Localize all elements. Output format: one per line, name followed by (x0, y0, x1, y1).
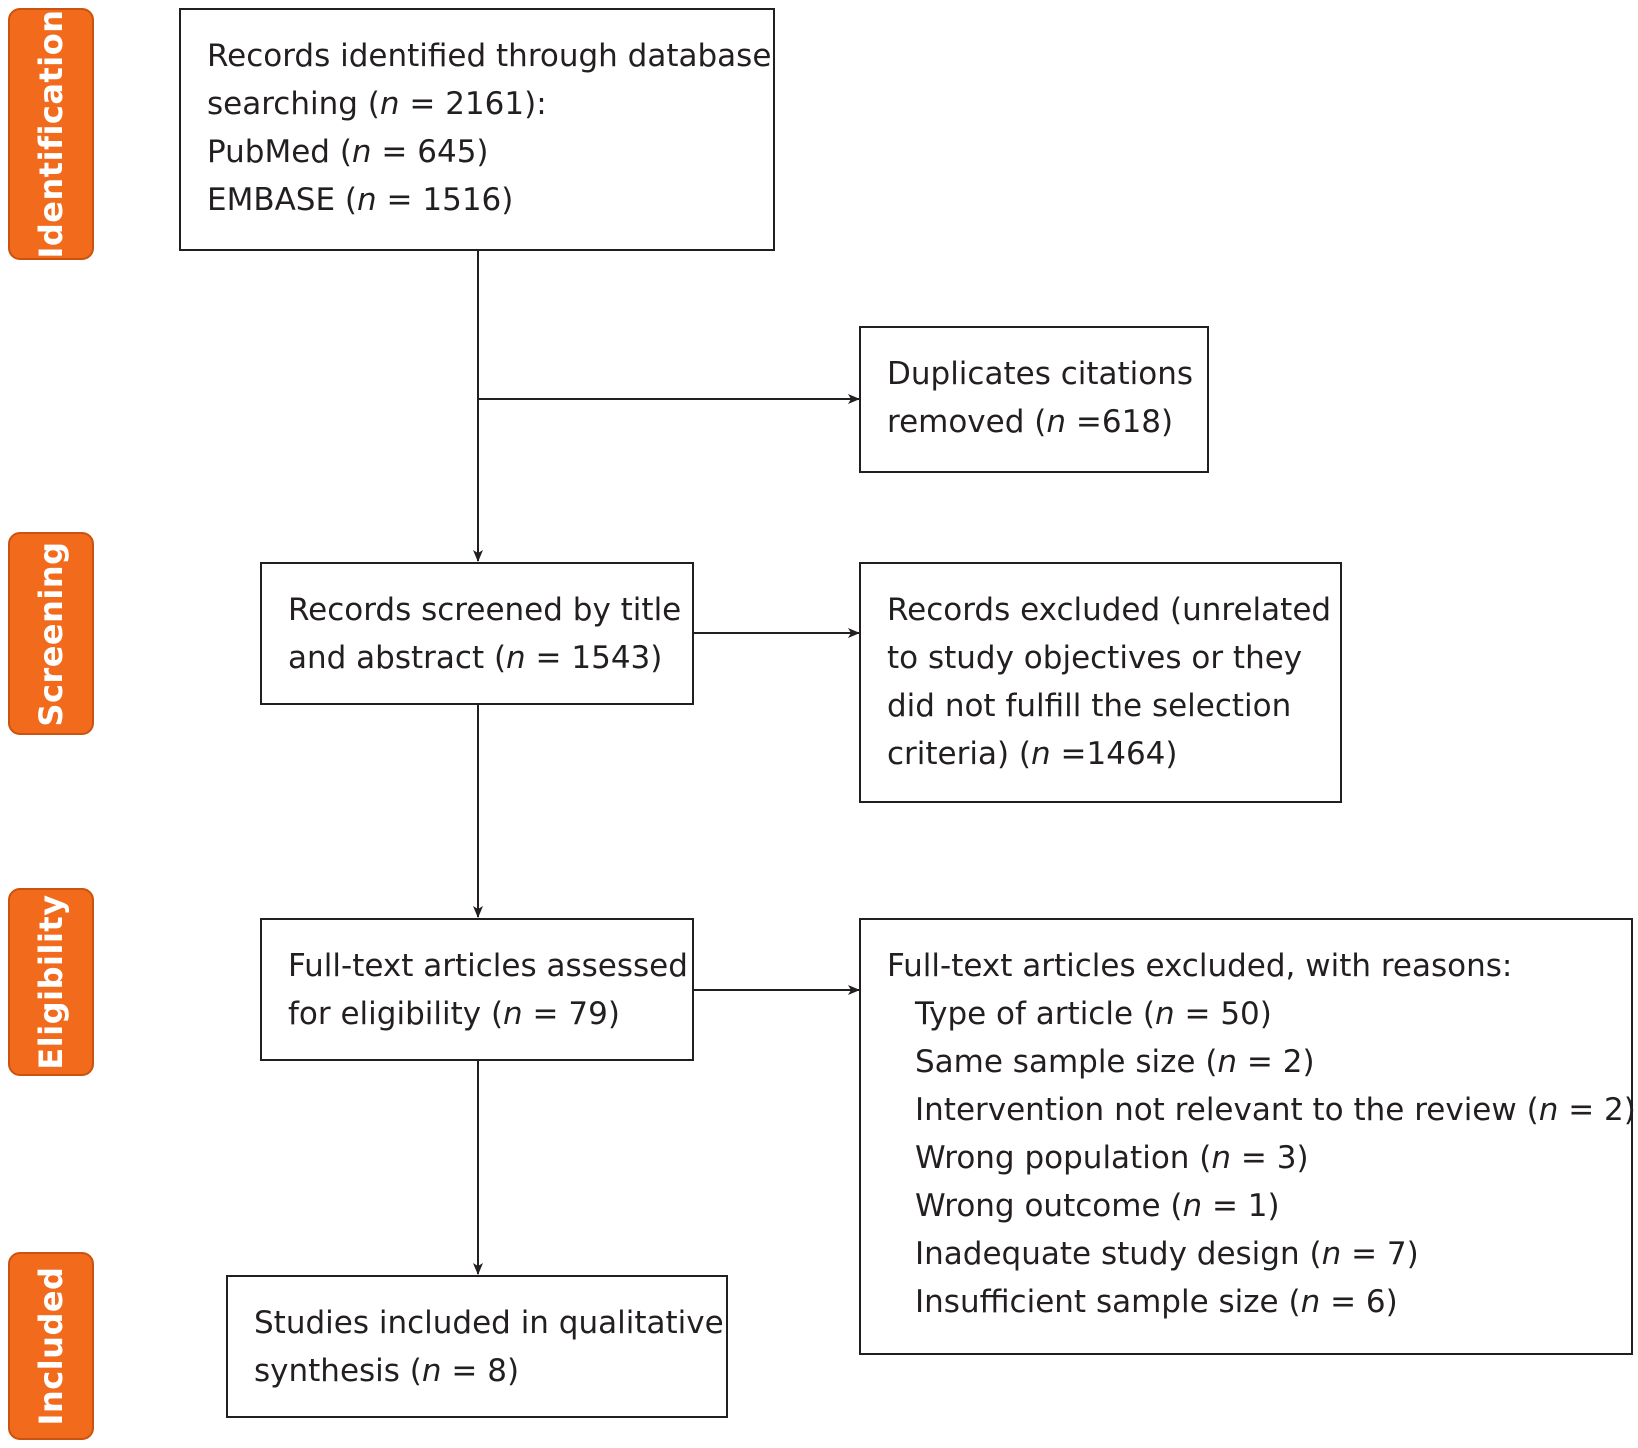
included-line-2: synthesis (n = 8) (254, 1353, 520, 1389)
screened-line-2: and abstract (n = 1543) (288, 640, 663, 676)
exclusion-reason-item: Intervention not relevant to the review … (915, 1092, 1636, 1128)
fulltext-line-1: Full-text articles assessed (288, 948, 688, 984)
exclusion-reason-item: Type of article (n = 50) (915, 996, 1272, 1032)
phase-identification: Identification (8, 8, 94, 260)
identified-line-2: searching (n = 2161): (207, 86, 547, 122)
exclusion-reason-item: Same sample size (n = 2) (915, 1044, 1315, 1080)
phase-included: Included (8, 1252, 94, 1440)
included-line-1: Studies included in qualitative (254, 1305, 724, 1341)
identified-line-1: Records identified through database (207, 38, 772, 74)
exclusion-reasons-list: Type of article (n = 50) Same sample size… (887, 990, 1636, 1326)
identified-line-embase: EMBASE (n = 1516) (207, 182, 514, 218)
duplicates-line-2: removed (n =618) (887, 404, 1174, 440)
excluded-line-1: Records excluded (unrelated (887, 592, 1332, 628)
duplicates-line-1: Duplicates citations (887, 356, 1194, 392)
exclusion-reason-item: Insufficient sample size (n = 6) (915, 1284, 1398, 1320)
exclusion-reason-item: Inadequate study design (n = 7) (915, 1236, 1419, 1272)
screened-line-1: Records screened by title (288, 592, 682, 628)
fulltext-line-2: for eligibility (n = 79) (288, 996, 620, 1032)
box-records-identified: Records identified through database sear… (179, 8, 775, 251)
box-records-screened: Records screened by title and abstract (… (260, 562, 694, 705)
exclusion-reason-item: Wrong outcome (n = 1) (915, 1188, 1280, 1224)
box-duplicates-removed: Duplicates citations removed (n =618) (859, 326, 1209, 473)
excluded-line-4: criteria) (n =1464) (887, 736, 1178, 772)
fulltext-excluded-heading: Full-text articles excluded, with reason… (887, 948, 1513, 984)
excluded-line-2: to study objectives or they (887, 640, 1303, 676)
excluded-line-3: did not fulfill the selection (887, 688, 1292, 724)
box-studies-included: Studies included in qualitative synthesi… (226, 1275, 728, 1418)
phase-screening: Screening (8, 532, 94, 735)
identified-line-pubmed: PubMed (n = 645) (207, 134, 489, 170)
exclusion-reason-item: Wrong population (n = 3) (915, 1140, 1309, 1176)
phase-eligibility: Eligibility (8, 888, 94, 1076)
box-fulltext-excluded: Full-text articles excluded, with reason… (859, 918, 1636, 1355)
box-fulltext-assessed: Full-text articles assessed for eligibil… (260, 918, 694, 1061)
box-records-excluded: Records excluded (unrelated to study obj… (859, 562, 1342, 803)
